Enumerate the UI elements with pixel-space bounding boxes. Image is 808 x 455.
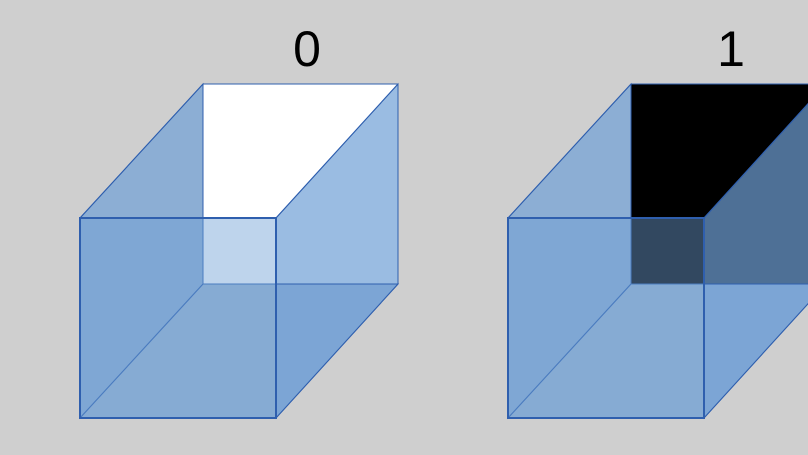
cube-0 [78, 82, 400, 420]
cube-1-top-right-edge [703, 103, 808, 219]
cube-0-top-right-edge [275, 83, 399, 219]
cube-0-top-left-edge [79, 83, 204, 219]
cube-0-label: 0 [293, 21, 321, 77]
cube-1-front-face [507, 217, 705, 419]
cube-0-front-face [79, 217, 277, 419]
cube-1-top-left-edge [507, 83, 632, 219]
cube-1-label: 1 [717, 21, 745, 77]
cube-1 [506, 82, 808, 420]
